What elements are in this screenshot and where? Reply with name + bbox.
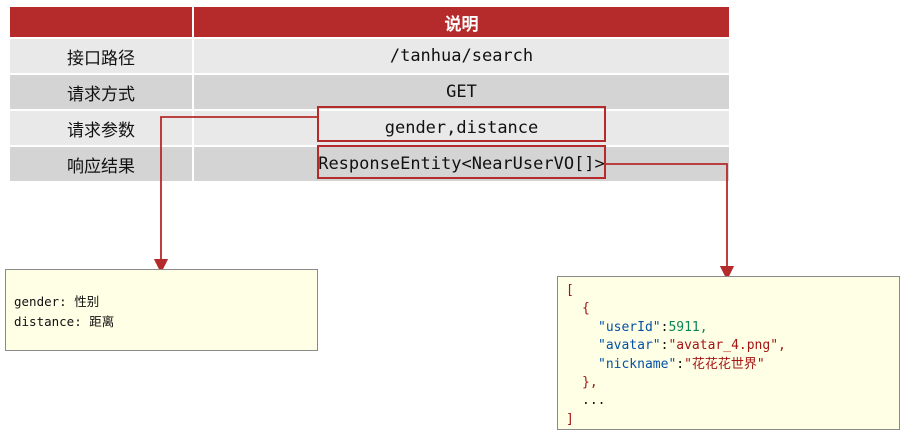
- row-value: GET: [194, 75, 729, 109]
- json-value: "花花花世界": [684, 356, 765, 372]
- header-cell-description: 说明: [194, 7, 729, 37]
- json-close-bracket: ]: [566, 411, 574, 427]
- params-highlight-box: [317, 106, 606, 142]
- json-key: "nickname": [598, 356, 677, 372]
- json-value: 5911,: [668, 319, 708, 335]
- json-value: "avatar_4.png",: [668, 338, 786, 354]
- header-cell-empty: [10, 7, 192, 37]
- json-open-bracket: [: [566, 283, 574, 298]
- json-open-brace: {: [582, 301, 590, 317]
- row-label: 请求方式: [10, 75, 192, 109]
- response-callout-arrow: [606, 163, 735, 281]
- param-gender-line: gender: 性别: [14, 294, 100, 309]
- params-callout-arrow: [153, 116, 317, 274]
- table-header-row: 说明: [10, 7, 729, 37]
- row-value: /tanhua/search: [194, 39, 729, 73]
- response-json-note: [ { "userId":5911, "avatar":"avatar_4.pn…: [557, 276, 900, 430]
- json-field-avatar: "avatar":"avatar_4.png",: [598, 338, 786, 354]
- row-label: 接口路径: [10, 39, 192, 73]
- response-highlight-box: [317, 145, 606, 179]
- json-key: "userId": [598, 319, 661, 335]
- param-distance-line: distance: 距离: [14, 314, 115, 329]
- table-row-method: 请求方式 GET: [10, 75, 729, 109]
- json-close-brace: },: [582, 375, 598, 391]
- table-row-path: 接口路径 /tanhua/search: [10, 39, 729, 73]
- json-field-nickname: "nickname":"花花花世界": [598, 356, 765, 372]
- params-note: gender: 性别 distance: 距离: [5, 269, 318, 351]
- json-key: "avatar": [598, 338, 661, 354]
- json-field-userid: "userId":5911,: [598, 319, 708, 335]
- json-ellipsis: ...: [582, 393, 606, 409]
